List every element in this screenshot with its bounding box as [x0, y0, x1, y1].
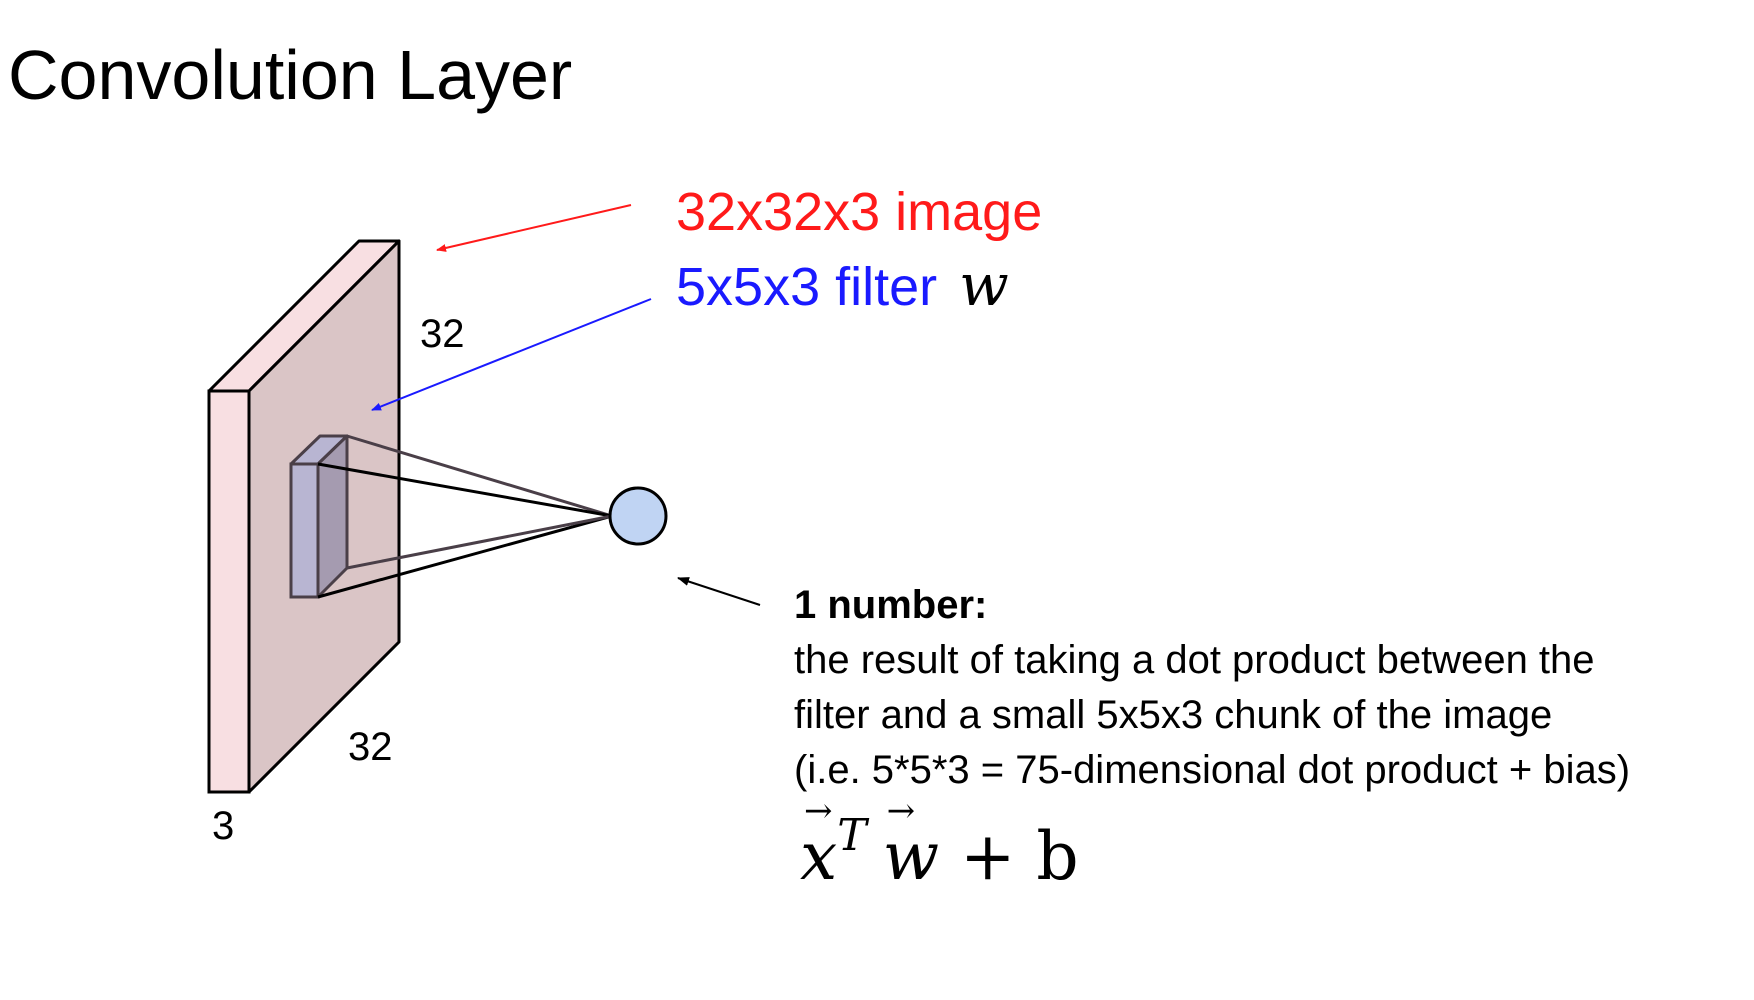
filter-variable: w [959, 251, 1009, 319]
description-line: (i.e. 5*5*3 = 75-dimensional dot product… [794, 748, 1631, 792]
filter-block-front [289, 462, 320, 599]
image-depth-label: 3 [212, 804, 235, 848]
output-description: 1 number: the result of taking a dot pro… [794, 578, 1630, 798]
slide-title: Convolution Layer [8, 36, 573, 114]
filter-arrow [371, 298, 652, 411]
dot-product-formula: xTw + b [800, 794, 1079, 890]
description-line: filter and a small 5x5x3 chunk of the im… [794, 693, 1553, 737]
formula-w-vector: w [883, 794, 940, 890]
image-height-label: 32 [420, 312, 465, 356]
image-size-label: 32x32x3 image [676, 182, 1043, 242]
output-neuron [608, 486, 668, 546]
image-volume-front [207, 389, 251, 794]
formula-transpose: T [837, 810, 867, 861]
filter-size-text: 5x5x3 filter [676, 257, 938, 317]
formula-bias: + b [960, 818, 1079, 895]
output-arrow [677, 577, 761, 606]
connection-lines [317, 434, 613, 599]
filter-block-side [316, 434, 349, 599]
output-heading: 1 number: [794, 583, 988, 627]
description-line: the result of taking a dot product betwe… [794, 638, 1595, 682]
formula-x-vector: x [800, 794, 837, 890]
image-width-label: 32 [348, 725, 393, 769]
image-arrow [436, 204, 632, 252]
